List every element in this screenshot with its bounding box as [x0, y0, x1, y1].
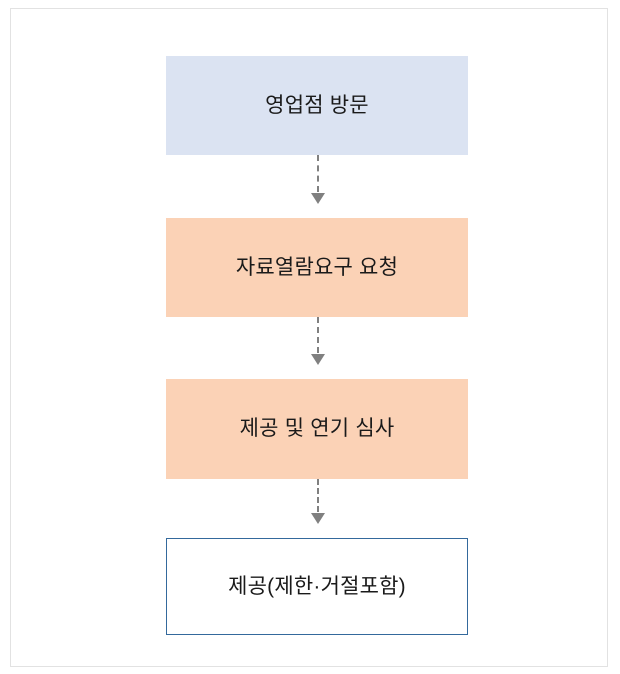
dashed-line	[317, 155, 319, 192]
flow-node-label: 제공 및 연기 심사	[239, 417, 395, 441]
diagram-frame: 영업점 방문 자료열람요구 요청 제공 및 연기 심사 제공(제한·거절포함)	[10, 8, 608, 667]
dashed-line	[317, 317, 319, 353]
arrowhead-down-icon	[311, 354, 325, 365]
flow-node-provision-including-restriction-refusal[interactable]: 제공(제한·거절포함)	[166, 538, 468, 635]
flow-node-branch-visit[interactable]: 영업점 방문	[166, 56, 468, 155]
arrowhead-down-icon	[311, 193, 325, 204]
connector-arrow-2	[310, 317, 326, 379]
connector-arrow-1	[310, 155, 326, 218]
flow-node-label: 영업점 방문	[265, 93, 369, 117]
flow-node-provision-postponement-review[interactable]: 제공 및 연기 심사	[166, 379, 468, 479]
arrowhead-down-icon	[311, 513, 325, 524]
dashed-line	[317, 479, 319, 512]
connector-arrow-3	[310, 479, 326, 538]
flow-node-data-inspection-request[interactable]: 자료열람요구 요청	[166, 218, 468, 317]
flow-node-label: 자료열람요구 요청	[235, 255, 399, 279]
flow-node-label: 제공(제한·거절포함)	[228, 574, 406, 598]
